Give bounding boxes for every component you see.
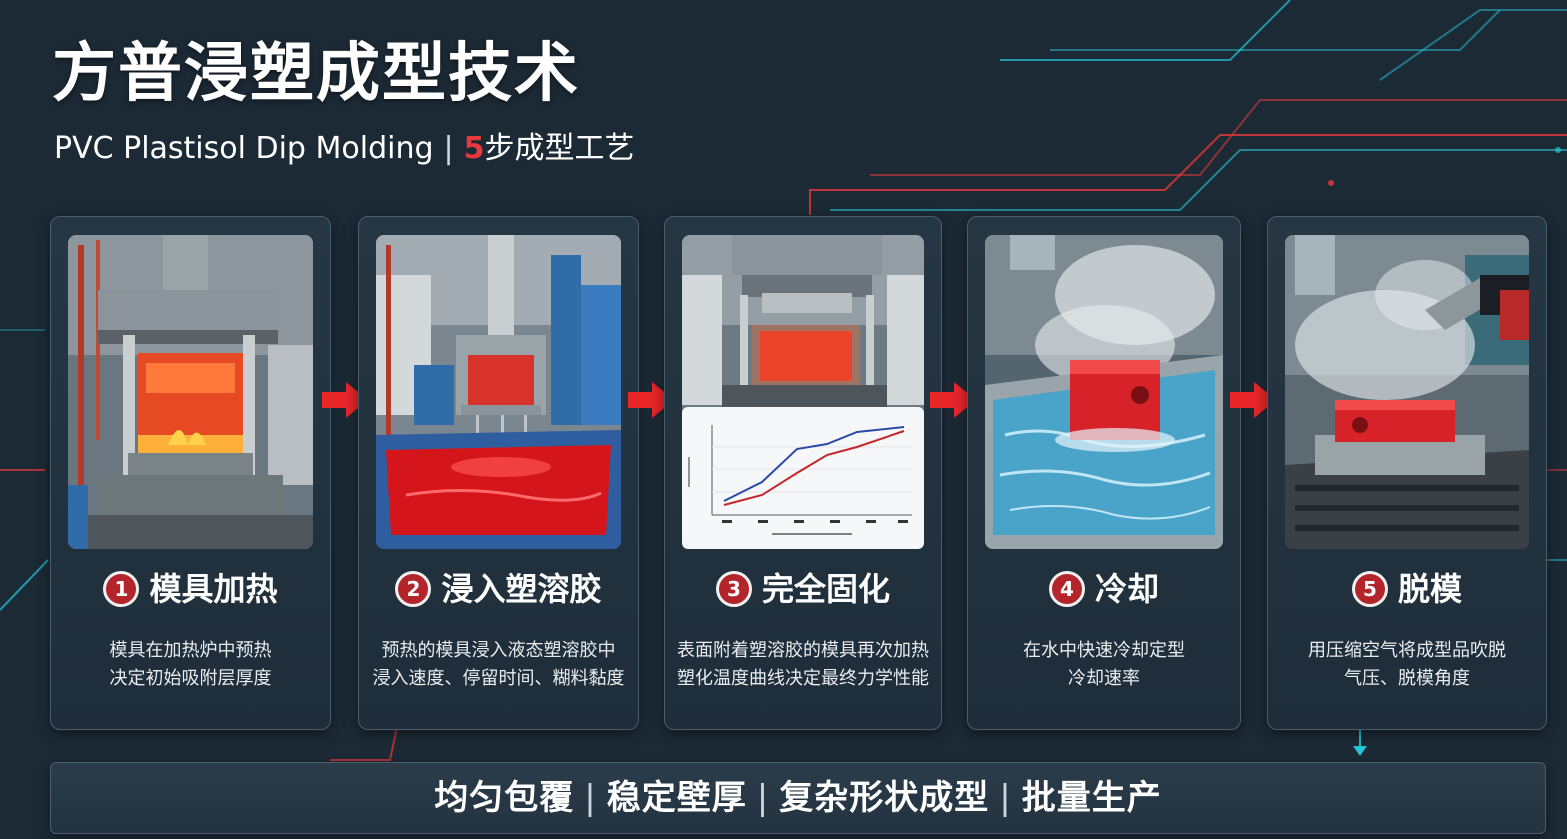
step-2-description: 预热的模具浸入液态塑溶胶中 浸入速度、停留时间、糊料黏度 xyxy=(367,637,630,693)
arrow-right-icon xyxy=(322,382,368,418)
step-5-desc-line2: 气压、脱模角度 xyxy=(1344,668,1470,689)
step-1-description: 模具在加热炉中预热 决定初始吸附层厚度 xyxy=(59,637,322,693)
step-4-title-text: 冷却 xyxy=(1094,570,1159,608)
benefit-mass-production: 批量生产 xyxy=(1021,778,1162,818)
page-subtitle: PVC Plastisol Dip Molding | 5步成型工艺 xyxy=(54,134,635,164)
step-2-title-text: 浸入塑溶胶 xyxy=(441,570,602,608)
step-3-desc-line2: 塑化温度曲线决定最终力学性能 xyxy=(677,668,929,689)
step-4-description: 在水中快速冷却定型 冷却速率 xyxy=(976,637,1232,693)
page-title: 方普浸塑成型技术 xyxy=(52,37,580,111)
benefits-list: 均匀包覆|稳定壁厚|复杂形状成型|批量生产 xyxy=(51,779,1545,817)
step-3-number: 3 xyxy=(715,571,752,607)
step-1-number: 1 xyxy=(103,571,140,607)
subtitle-separator: | xyxy=(443,131,454,166)
step-5-desc-line1: 用压缩空气将成型品吹脱 xyxy=(1308,640,1506,661)
subtitle-english: PVC Plastisol Dip Molding xyxy=(54,131,434,166)
subtitle-step-count: 5 xyxy=(463,131,485,166)
arrow-right-icon xyxy=(1230,382,1276,418)
step-4-desc-line1: 在水中快速冷却定型 xyxy=(1023,640,1185,661)
temperature-curve-chart xyxy=(682,407,924,549)
step-5-title-text: 脱模 xyxy=(1397,570,1462,608)
step-2-desc-line2: 浸入速度、停留时间、糊料黏度 xyxy=(372,668,625,689)
step-3-title-text: 完全固化 xyxy=(761,570,890,608)
arrow-right-icon xyxy=(930,382,976,418)
benefit-uniform-coating: 均匀包覆 xyxy=(434,778,575,818)
benefit-separator: | xyxy=(999,778,1012,818)
benefit-complex-shapes: 复杂形状成型 xyxy=(779,778,990,818)
arrow-right-icon xyxy=(628,382,674,418)
benefit-stable-wall-thickness: 稳定壁厚 xyxy=(606,778,747,818)
step-4-image xyxy=(985,235,1223,549)
step-3-desc-line1: 表面附着塑溶胶的模具再次加热 xyxy=(677,640,929,661)
step-1-image xyxy=(68,235,313,549)
step-5-description: 用压缩空气将成型品吹脱 气压、脱模角度 xyxy=(1276,637,1538,693)
step-4-number: 4 xyxy=(1048,571,1085,607)
step-1-desc-line2: 决定初始吸附层厚度 xyxy=(109,668,272,689)
step-2-image xyxy=(376,235,621,549)
step-1-title-text: 模具加热 xyxy=(149,570,278,608)
step-3-description: 表面附着塑溶胶的模具再次加热 塑化温度曲线决定最终力学性能 xyxy=(673,637,933,693)
step-5-image xyxy=(1285,235,1529,549)
benefits-bar: 均匀包覆|稳定壁厚|复杂形状成型|批量生产 xyxy=(50,762,1546,834)
benefit-separator: | xyxy=(584,778,597,818)
benefit-separator: | xyxy=(756,778,770,818)
subtitle-chinese: 步成型工艺 xyxy=(484,131,635,166)
step-2-desc-line1: 预热的模具浸入液态塑溶胶中 xyxy=(381,640,616,661)
step-1-desc-line1: 模具在加热炉中预热 xyxy=(109,640,272,661)
step-4-desc-line2: 冷却速率 xyxy=(1068,668,1140,689)
step-2-number: 2 xyxy=(395,571,432,607)
step-5-number: 5 xyxy=(1351,571,1388,607)
